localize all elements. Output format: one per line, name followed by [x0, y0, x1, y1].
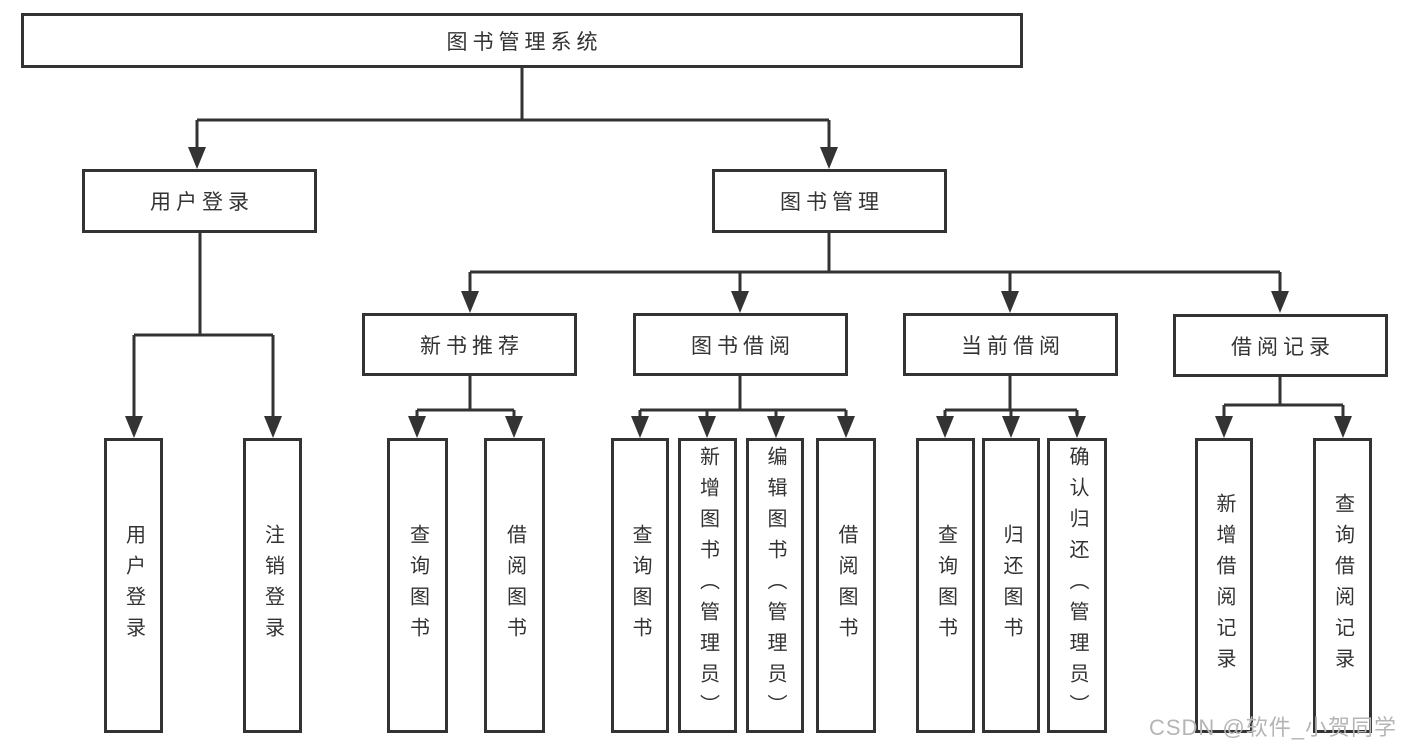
- leaf-label: 新增图书（管理员）: [696, 446, 719, 725]
- node-borrowing-records: 借阅记录: [1173, 314, 1388, 377]
- arrowhead-icon: [767, 416, 785, 438]
- leaf-confirm-return-admin: 确认归还（管理员）: [1047, 438, 1107, 733]
- leaf-return-books: 归还图书: [982, 438, 1040, 733]
- arrowhead-icon: [1334, 416, 1352, 438]
- arrowhead-icon: [264, 416, 282, 438]
- arrowhead-icon: [1068, 416, 1086, 438]
- leaf-label: 归还图书: [1000, 523, 1022, 648]
- node-new-book-recommend: 新书推荐: [362, 313, 577, 376]
- arrowhead-icon: [461, 291, 479, 313]
- leaf-add-books-admin: 新增图书（管理员）: [678, 438, 737, 733]
- node-book-borrowing: 图书借阅: [633, 313, 848, 376]
- leaf-label: 查询图书: [406, 523, 429, 648]
- arrowhead-icon: [820, 147, 838, 169]
- leaf-add-borrow-record: 新增借阅记录: [1195, 438, 1253, 733]
- arrowhead-icon: [1215, 416, 1233, 438]
- leaf-borrow-books-recommend: 借阅图书: [484, 438, 545, 733]
- leaf-label: 查询借阅记录: [1331, 492, 1354, 679]
- leaf-edit-books-admin: 编辑图书（管理员）: [746, 438, 804, 733]
- leaf-user-login: 用户登录: [104, 438, 163, 733]
- arrowhead-icon: [1001, 291, 1019, 313]
- arrowhead-icon: [125, 416, 143, 438]
- leaf-query-books-current: 查询图书: [916, 438, 975, 733]
- leaf-query-books-borrowing: 查询图书: [611, 438, 669, 733]
- arrowhead-icon: [631, 416, 649, 438]
- leaf-query-books-recommend: 查询图书: [387, 438, 448, 733]
- leaf-borrow-books-borrowing: 借阅图书: [816, 438, 876, 733]
- leaf-label: 查询图书: [629, 523, 651, 648]
- leaf-logout: 注销登录: [243, 438, 302, 733]
- arrowhead-icon: [698, 416, 716, 438]
- leaf-query-borrow-record: 查询借阅记录: [1313, 438, 1372, 733]
- leaf-label: 用户登录: [122, 523, 145, 648]
- leaf-label: 确认归还（管理员）: [1066, 446, 1088, 725]
- arrowhead-icon: [936, 416, 954, 438]
- arrowhead-icon: [1002, 416, 1020, 438]
- arrowhead-icon: [837, 416, 855, 438]
- leaf-label: 编辑图书（管理员）: [764, 446, 786, 725]
- csdn-watermark: CSDN @软件_小贺同学: [1148, 715, 1397, 740]
- leaf-label: 注销登录: [261, 523, 284, 648]
- arrowhead-icon: [505, 416, 523, 438]
- arrowhead-icon: [408, 416, 426, 438]
- leaf-label: 新增借阅记录: [1213, 492, 1235, 679]
- node-library-system: 图书管理系统: [21, 13, 1023, 68]
- node-book-management: 图书管理: [712, 169, 947, 233]
- arrowhead-icon: [1271, 291, 1289, 313]
- leaf-label: 借阅图书: [503, 523, 526, 648]
- leaf-label: 借阅图书: [835, 523, 857, 648]
- node-current-borrowing: 当前借阅: [903, 313, 1118, 376]
- arrowhead-icon: [188, 147, 206, 169]
- node-user-login: 用户登录: [82, 169, 317, 233]
- arrowhead-icon: [731, 291, 749, 313]
- leaf-label: 查询图书: [934, 523, 957, 648]
